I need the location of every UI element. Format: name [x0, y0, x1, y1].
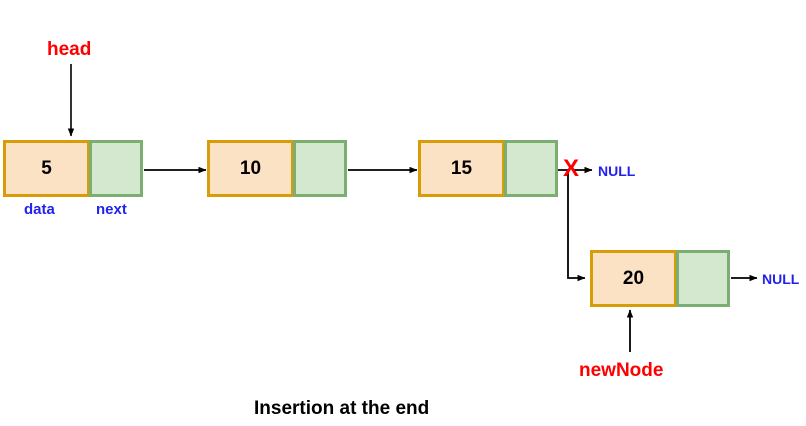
diagram-caption: Insertion at the end	[254, 398, 430, 419]
node-data-cell: 5	[3, 140, 90, 197]
list-node[interactable]: 5	[3, 140, 143, 197]
broken-link-x-icon: X	[563, 155, 580, 182]
list-node[interactable]: 10	[207, 140, 347, 197]
head-pointer-label: head	[47, 39, 92, 60]
node-next-cell	[293, 140, 347, 197]
node-next-cell	[89, 140, 143, 197]
node-data-cell: 20	[590, 250, 677, 307]
node-next-cell	[676, 250, 730, 307]
new-null-terminator: NULL	[762, 271, 800, 287]
node-data-cell: 15	[418, 140, 505, 197]
arrow-node3-to-newnode	[567, 172, 586, 282]
list-node[interactable]: 15	[418, 140, 558, 197]
newnode-pointer-label: newNode	[579, 360, 664, 381]
next-field-label: next	[96, 201, 127, 218]
node-data-cell: 10	[207, 140, 294, 197]
data-field-label: data	[24, 201, 55, 218]
node-next-cell	[504, 140, 558, 197]
new-list-node[interactable]: 20	[590, 250, 730, 307]
old-null-terminator: NULL	[598, 163, 636, 179]
